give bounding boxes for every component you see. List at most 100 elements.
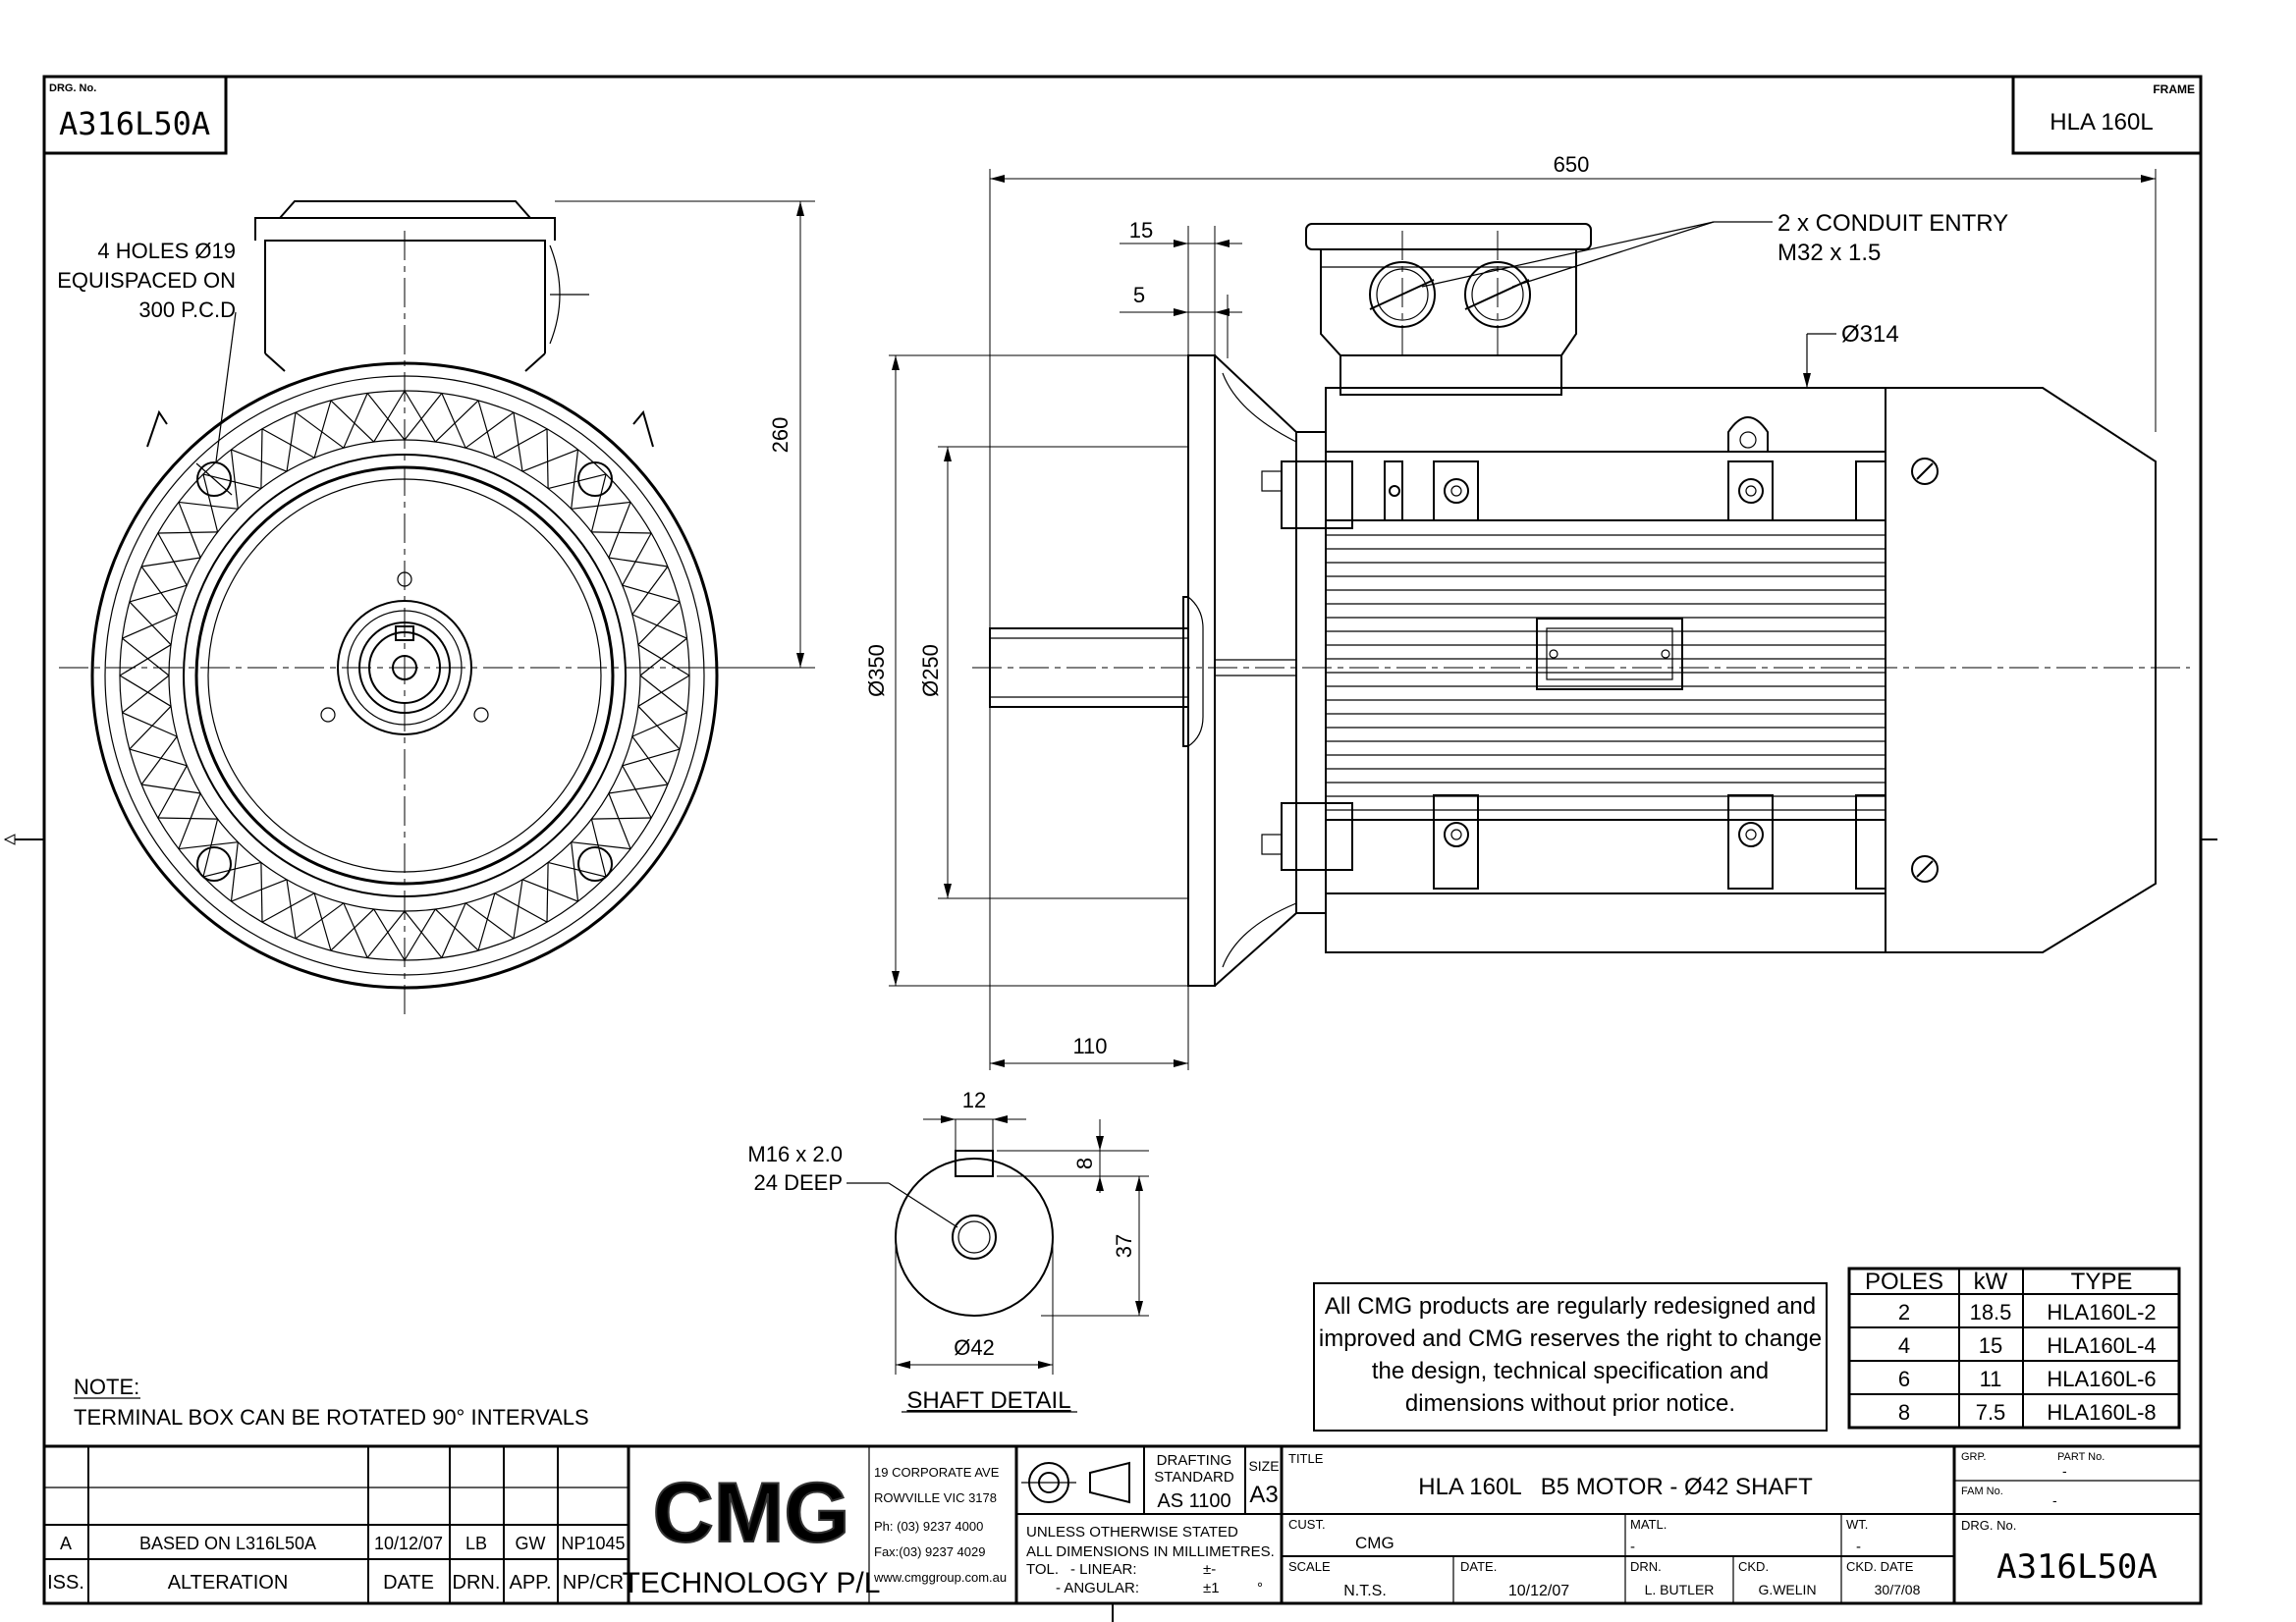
ckd-date-value: 30/7/08 bbox=[1875, 1582, 1921, 1597]
website: www.cmggroup.com.au bbox=[873, 1570, 1007, 1585]
standard-value: AS 1100 bbox=[1157, 1490, 1230, 1512]
table-cell: HLA160L-8 bbox=[2047, 1400, 2156, 1425]
dim-15: 15 bbox=[1129, 218, 1153, 243]
standards-block: DRAFTING STANDARD AS 1100 SIZE A3 UNLESS… bbox=[1016, 1446, 1284, 1603]
drg-no-label: DRG. No. bbox=[49, 82, 96, 94]
thread-note-1: M16 x 2.0 bbox=[747, 1142, 843, 1166]
shaft-detail: 12 8 37 Ø42 M16 x 2.0 24 DEEP SHAFT DETA… bbox=[747, 1088, 1149, 1414]
cust-value: CMG bbox=[1355, 1534, 1394, 1552]
address-line: 19 CORPORATE AVE bbox=[874, 1465, 1000, 1480]
overall-length: 650 bbox=[1554, 152, 1590, 177]
rev-alteration: BASED ON L316L50A bbox=[139, 1534, 316, 1553]
rev-header-date: DATE bbox=[383, 1572, 434, 1594]
drg-no-box: DRG. No. A316L50A bbox=[42, 75, 228, 155]
matl-value: - bbox=[1630, 1539, 1635, 1555]
part-no-label: PART No. bbox=[2057, 1451, 2105, 1463]
dim-8: 8 bbox=[1072, 1158, 1097, 1169]
fam-no-value: - bbox=[2052, 1492, 2057, 1508]
disclaimer-line-4: dimensions without prior notice. bbox=[1405, 1390, 1735, 1417]
table-cell: 4 bbox=[1898, 1333, 1910, 1358]
holes-note-1: 4 HOLES Ø19 bbox=[97, 239, 236, 263]
rev-header-npcr: NP/CR bbox=[563, 1572, 624, 1594]
address-line: Ph: (03) 9237 4000 bbox=[874, 1519, 983, 1534]
dia-350: Ø350 bbox=[864, 644, 889, 697]
rev-header-drn: DRN. bbox=[453, 1572, 501, 1594]
frame-box: FRAME HLA 160L bbox=[2011, 75, 2203, 155]
disclaimer-line-3: the design, technical specification and bbox=[1372, 1358, 1769, 1384]
size-label: SIZE bbox=[1248, 1458, 1279, 1474]
col-kw: kW bbox=[1974, 1269, 2008, 1295]
note-heading: NOTE: bbox=[74, 1375, 139, 1399]
type-table: POLES kW TYPE 2 18.5 HLA160L-2 4 15 HLA1… bbox=[1847, 1267, 2181, 1430]
disclaimer-box: All CMG products are regularly redesigne… bbox=[1313, 1282, 1828, 1432]
rev-header-alteration: ALTERATION bbox=[168, 1572, 289, 1594]
rev-header-iss: ISS. bbox=[47, 1572, 84, 1594]
drafting-label: DRAFTING bbox=[1157, 1452, 1232, 1469]
table-cell: 15 bbox=[1979, 1333, 2002, 1358]
table-cell: HLA160L-2 bbox=[2047, 1300, 2156, 1325]
linear-label: - LINEAR: bbox=[1070, 1561, 1137, 1578]
frame-value: HLA 160L bbox=[2050, 109, 2153, 135]
matl-label: MATL. bbox=[1630, 1517, 1667, 1532]
scale-value: N.T.S. bbox=[1343, 1583, 1387, 1599]
size-value: A3 bbox=[1249, 1482, 1278, 1508]
dia-250: Ø250 bbox=[918, 644, 943, 697]
table-cell: 11 bbox=[1980, 1367, 2002, 1391]
conduit-note-1: 2 x CONDUIT ENTRY bbox=[1777, 210, 2008, 237]
ckd-value: G.WELIN bbox=[1758, 1582, 1816, 1597]
table-cell: 7.5 bbox=[1976, 1400, 2006, 1425]
wt-value: - bbox=[1856, 1539, 1861, 1555]
drn-value: L. BUTLER bbox=[1645, 1582, 1715, 1597]
motor-body bbox=[1325, 387, 1886, 953]
grp-label: GRP. bbox=[1961, 1451, 1986, 1463]
tolerance-line-2: ALL DIMENSIONS IN MILLIMETRES. bbox=[1026, 1543, 1275, 1560]
side-view: 650 15 5 bbox=[864, 152, 2190, 1070]
tol-label: TOL. bbox=[1026, 1561, 1059, 1578]
sheet-border bbox=[42, 75, 2203, 1605]
disclaimer-line-1: All CMG products are regularly redesigne… bbox=[1325, 1293, 1816, 1320]
angular-unit: ° bbox=[1257, 1580, 1263, 1596]
shaft-dia: Ø42 bbox=[954, 1335, 995, 1360]
col-poles: POLES bbox=[1865, 1269, 1943, 1295]
rev-date: 10/12/07 bbox=[374, 1534, 443, 1553]
dim-37: 37 bbox=[1112, 1234, 1136, 1258]
table-cell: 18.5 bbox=[1970, 1300, 2012, 1325]
dim-110: 110 bbox=[1072, 1034, 1107, 1058]
scale-label: SCALE bbox=[1288, 1559, 1331, 1574]
terminal-box bbox=[1305, 223, 1592, 250]
ckd-label: CKD. bbox=[1738, 1559, 1769, 1574]
holes-note-2: EQUISPACED ON bbox=[57, 268, 236, 293]
date-label: DATE. bbox=[1460, 1559, 1497, 1574]
col-type: TYPE bbox=[2071, 1269, 2133, 1295]
linear-value: ±- bbox=[1203, 1561, 1216, 1578]
angular-value: ±1 bbox=[1203, 1580, 1220, 1596]
table-cell: HLA160L-4 bbox=[2047, 1333, 2156, 1358]
drg-no: A316L50A bbox=[59, 105, 210, 142]
disclaimer-line-2: improved and CMG reserves the right to c… bbox=[1319, 1325, 1822, 1352]
drn-label: DRN. bbox=[1630, 1559, 1662, 1574]
note-text: TERMINAL BOX CAN BE ROTATED 90° INTERVAL… bbox=[74, 1405, 589, 1430]
standard-label: STANDARD bbox=[1154, 1469, 1234, 1486]
table-cell: 2 bbox=[1898, 1300, 1910, 1325]
dim-5: 5 bbox=[1133, 283, 1145, 307]
rev-header-app: APP. bbox=[510, 1572, 552, 1594]
table-cell: 8 bbox=[1898, 1400, 1910, 1425]
cmg-logo: CMG bbox=[653, 1466, 850, 1560]
drg-no-value-2: A316L50A bbox=[1996, 1547, 2158, 1587]
conduit-note-2: M32 x 1.5 bbox=[1777, 240, 1881, 266]
title-area: TITLE HLA 160L B5 MOTOR - Ø42 SHAFT CUST… bbox=[1282, 1446, 1956, 1603]
shaft-detail-title: SHAFT DETAIL bbox=[906, 1387, 1070, 1414]
frame-label: FRAME bbox=[2153, 82, 2195, 96]
cust-label: CUST. bbox=[1288, 1517, 1326, 1532]
height-dim: 260 bbox=[768, 417, 793, 454]
dia-314: Ø314 bbox=[1841, 321, 1899, 348]
drg-no-label-2: DRG. No. bbox=[1961, 1518, 2016, 1533]
rev-app: GW bbox=[516, 1534, 546, 1553]
drawing-title: HLA 160L B5 MOTOR - Ø42 SHAFT bbox=[1418, 1474, 1813, 1500]
grp-value: - bbox=[2062, 1463, 2067, 1479]
front-view: 4 HOLES Ø19 EQUISPACED ON 300 P.C.D 260 bbox=[57, 200, 815, 1016]
address-line: ROWVILLE VIC 3178 bbox=[874, 1490, 997, 1505]
title-block: A BASED ON L316L50A 10/12/07 LB GW NP104… bbox=[44, 1444, 2201, 1603]
drg-no-block: GRP. PART No. - FAM No. - DRG. No. A316L… bbox=[1954, 1451, 2201, 1587]
